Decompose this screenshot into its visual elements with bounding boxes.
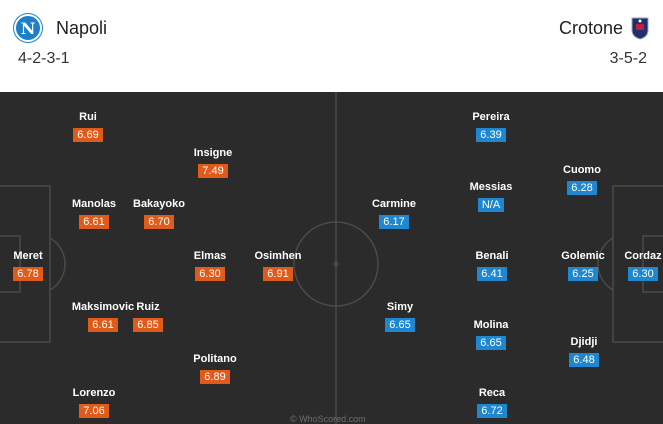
player-rating: 6.91 bbox=[263, 267, 293, 281]
player-name: Djidji bbox=[570, 336, 598, 348]
player-rating: 6.65 bbox=[385, 318, 415, 332]
away-player[interactable]: Pereira 6.39 bbox=[466, 111, 516, 143]
player-rating: 6.39 bbox=[476, 128, 506, 142]
player-name: Osimhen bbox=[254, 250, 302, 262]
player-name: Lorenzo bbox=[72, 387, 116, 399]
away-player[interactable]: Reca 6.72 bbox=[470, 387, 514, 419]
away-player[interactable]: Cordaz 6.30 bbox=[618, 250, 663, 282]
away-player[interactable]: Cuomo 6.28 bbox=[557, 164, 607, 196]
player-rating: 6.25 bbox=[568, 267, 598, 281]
away-player[interactable]: Simy 6.65 bbox=[380, 301, 420, 333]
player-rating: 6.89 bbox=[200, 370, 230, 384]
away-player[interactable]: Golemic 6.25 bbox=[553, 250, 613, 282]
away-player[interactable]: Messias N/A bbox=[463, 181, 519, 213]
match-header: N Napoli 4-2-3-1 Crotone 3-5-2 bbox=[0, 0, 663, 92]
player-name: Bakayoko bbox=[133, 198, 185, 210]
player-rating: 6.61 bbox=[88, 318, 118, 332]
player-name: Pereira bbox=[472, 111, 510, 123]
pitch: Rui 6.69 Insigne 7.49 Manolas 6.61 Bakay… bbox=[0, 92, 663, 424]
player-rating: 7.06 bbox=[79, 404, 109, 418]
player-name: Benali bbox=[475, 250, 509, 262]
player-rating: 6.78 bbox=[13, 267, 43, 281]
player-rating: 6.30 bbox=[195, 267, 225, 281]
home-player[interactable]: Maksimovic 6.61 bbox=[71, 301, 135, 333]
away-player[interactable]: Benali 6.41 bbox=[470, 250, 514, 282]
home-formation: 4-2-3-1 bbox=[18, 50, 70, 67]
away-player[interactable]: Molina 6.65 bbox=[466, 319, 516, 351]
player-name: Cordaz bbox=[624, 250, 662, 262]
away-team-name[interactable]: Crotone bbox=[558, 18, 623, 38]
player-name: Insigne bbox=[193, 147, 233, 159]
player-name: Molina bbox=[473, 319, 509, 331]
player-name: Simy bbox=[386, 301, 414, 313]
home-player[interactable]: Elmas 6.30 bbox=[190, 250, 230, 282]
away-player[interactable]: Djidji 6.48 bbox=[562, 336, 606, 368]
player-name: Ruiz bbox=[136, 301, 160, 313]
player-rating: 6.48 bbox=[569, 353, 599, 367]
home-player[interactable]: Politano 6.89 bbox=[190, 353, 240, 385]
player-rating: 6.30 bbox=[628, 267, 658, 281]
player-name: Messias bbox=[469, 181, 513, 193]
player-name: Golemic bbox=[561, 250, 605, 262]
home-player[interactable]: Ruiz 6.85 bbox=[133, 301, 163, 333]
player-name: Manolas bbox=[71, 198, 116, 210]
home-player[interactable]: Meret 6.78 bbox=[10, 250, 46, 282]
player-rating: 7.49 bbox=[198, 164, 228, 178]
pitch-lines bbox=[0, 92, 663, 424]
player-rating: 6.28 bbox=[567, 181, 597, 195]
player-rating: 6.69 bbox=[73, 128, 103, 142]
away-formation: 3-5-2 bbox=[609, 50, 647, 67]
player-name: Cuomo bbox=[563, 164, 601, 176]
player-rating: 6.41 bbox=[477, 267, 507, 281]
player-name: Politano bbox=[193, 353, 237, 365]
home-player[interactable]: Manolas 6.61 bbox=[69, 198, 119, 230]
player-name: Carmine bbox=[371, 198, 417, 210]
player-rating: N/A bbox=[477, 198, 505, 212]
player-rating: 6.61 bbox=[79, 215, 109, 229]
crotone-badge-icon[interactable] bbox=[631, 16, 649, 40]
home-team-name[interactable]: Napoli bbox=[56, 18, 108, 38]
player-name: Elmas bbox=[193, 250, 227, 262]
player-name: Meret bbox=[13, 250, 43, 262]
napoli-badge-letter: N bbox=[20, 18, 36, 38]
player-name: Reca bbox=[478, 387, 506, 399]
home-player[interactable]: Insigne 7.49 bbox=[189, 147, 237, 179]
home-player[interactable]: Rui 6.69 bbox=[73, 111, 103, 143]
watermark: © WhoScored.com bbox=[290, 414, 366, 424]
player-name: Maksimovic bbox=[71, 301, 135, 313]
home-player[interactable]: Lorenzo 7.06 bbox=[69, 387, 119, 419]
player-rating: 6.17 bbox=[379, 215, 409, 229]
player-rating: 6.65 bbox=[476, 336, 506, 350]
home-player[interactable]: Bakayoko 6.70 bbox=[131, 198, 187, 230]
player-rating: 6.70 bbox=[144, 215, 174, 229]
away-player[interactable]: Carmine 6.17 bbox=[368, 198, 420, 230]
player-name: Rui bbox=[79, 111, 97, 123]
home-player[interactable]: Osimhen 6.91 bbox=[253, 250, 303, 282]
napoli-badge-icon[interactable]: N bbox=[14, 14, 42, 42]
player-rating: 6.85 bbox=[133, 318, 163, 332]
player-rating: 6.72 bbox=[477, 404, 507, 418]
